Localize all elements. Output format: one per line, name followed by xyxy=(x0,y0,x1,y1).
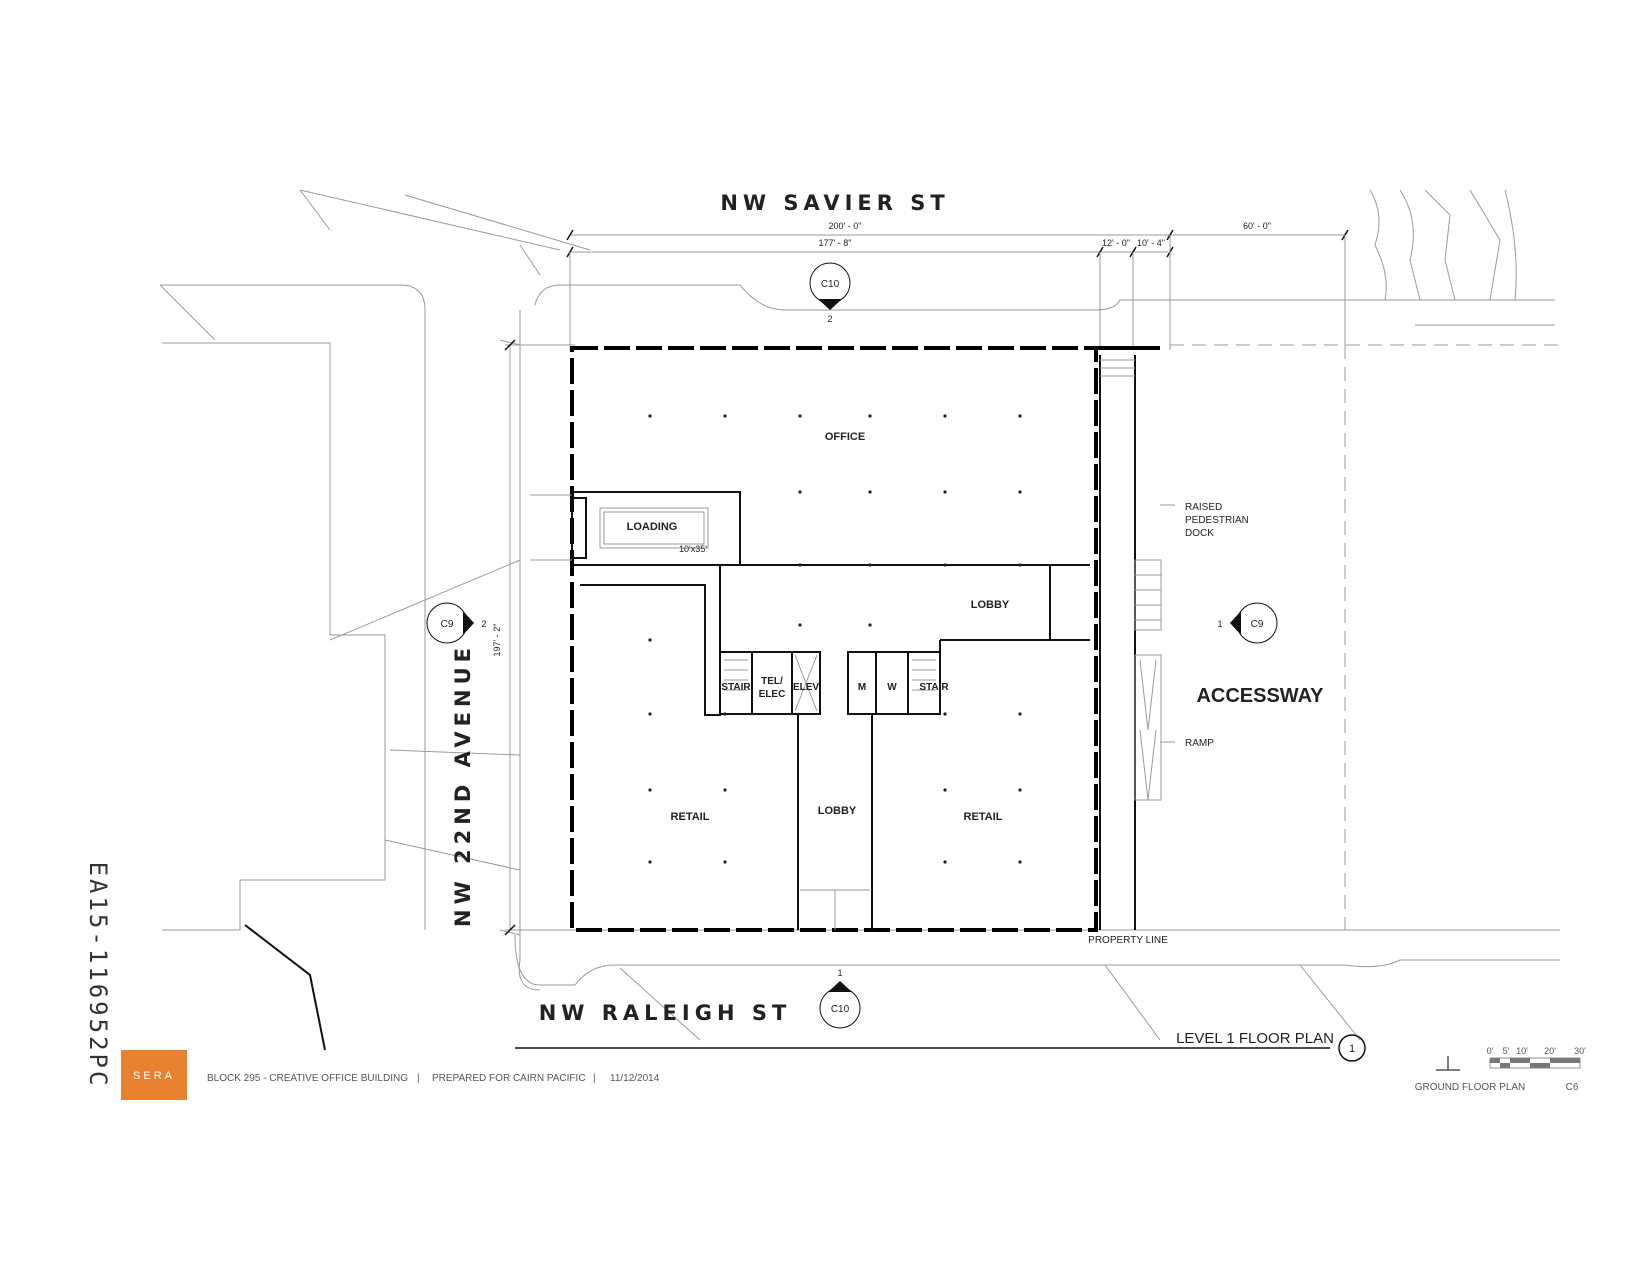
sera-logo-box xyxy=(121,1050,187,1100)
column-marks xyxy=(648,414,1022,864)
property-line-label: PROPERTY LINE xyxy=(1088,935,1168,946)
building-walls xyxy=(530,346,1175,932)
plan-number: 1 xyxy=(1349,1043,1355,1055)
street-west-label: NW 22ND AVENUE xyxy=(451,643,475,927)
section-callout-west: C9 2 xyxy=(426,602,487,644)
north-arrow-icon xyxy=(1436,1056,1460,1071)
site-context xyxy=(159,189,1560,1051)
room-m: M xyxy=(858,682,866,693)
street-south-label: NW RALEIGH ST xyxy=(539,1001,792,1025)
dim-building-width: 177' - 8" xyxy=(819,238,852,248)
callout-west-sheet: C9 xyxy=(441,619,454,630)
scale-tick-0: 0' xyxy=(1487,1046,1494,1056)
note-raised-line3: DOCK xyxy=(1185,528,1214,539)
section-callout-north: C10 2 xyxy=(809,262,851,324)
section-callout-east: C9 1 xyxy=(1217,602,1278,644)
footer-date: 11/12/2014 xyxy=(610,1073,660,1084)
dim-seg-b: 10' - 4" xyxy=(1137,238,1165,248)
note-raised-line1: RAISED xyxy=(1185,502,1222,513)
room-retail-east: RETAIL xyxy=(964,811,1003,823)
callout-west-num: 2 xyxy=(481,619,486,629)
scale-tick-30: 30' xyxy=(1574,1046,1586,1056)
room-tel-elec-line2: ELEC xyxy=(759,689,786,700)
room-tel-elec-line1: TEL/ xyxy=(761,676,783,687)
room-stair-east: STAIR xyxy=(919,682,949,693)
room-w: W xyxy=(887,682,897,693)
scale-tick-5: 5' xyxy=(1503,1046,1510,1056)
dimension-strings xyxy=(504,229,1349,936)
room-loading: LOADING xyxy=(627,521,678,533)
dim-seg-a: 12' - 0" xyxy=(1102,238,1130,248)
callout-north-sheet: C10 xyxy=(821,279,840,290)
handwritten-case-number: EA15-116952PC xyxy=(84,862,112,1089)
accessway-label: ACCESSWAY xyxy=(1196,685,1324,707)
room-lobby-main: LOBBY xyxy=(971,599,1010,611)
callout-south-num: 1 xyxy=(837,968,842,978)
footer-prepared: PREPARED FOR CAIRN PACIFIC xyxy=(432,1073,586,1084)
callout-north-num: 2 xyxy=(827,314,832,324)
sera-logo: SERA xyxy=(133,1070,175,1082)
note-raised-line2: PEDESTRIAN xyxy=(1185,515,1249,526)
footer-project: BLOCK 295 - CREATIVE OFFICE BUILDING xyxy=(207,1073,408,1084)
dim-overall-width: 200' - 0" xyxy=(829,221,862,231)
room-retail-west: RETAIL xyxy=(671,811,710,823)
dim-building-depth: 197' - 2" xyxy=(492,624,502,657)
note-ramp: RAMP xyxy=(1185,738,1214,749)
sheet-title: GROUND FLOOR PLAN xyxy=(1415,1082,1526,1093)
plan-title: LEVEL 1 FLOOR PLAN xyxy=(1176,1030,1334,1047)
street-north-label: NW SAVIER ST xyxy=(720,191,949,215)
footer-sep-2: | xyxy=(593,1073,596,1084)
room-office: OFFICE xyxy=(825,431,865,443)
room-elev: ELEV xyxy=(793,682,819,693)
callout-east-sheet: C9 xyxy=(1251,619,1264,630)
scale-bar xyxy=(1489,1057,1581,1069)
sheet-number: C6 xyxy=(1566,1082,1579,1093)
room-stair-west: STAIR xyxy=(721,682,751,693)
room-lobby-south: LOBBY xyxy=(818,805,857,817)
loading-size: 10'x35' xyxy=(679,544,707,554)
dim-accessway-width: 60' - 0" xyxy=(1243,221,1271,231)
callout-south-sheet: C10 xyxy=(831,1004,850,1015)
section-callout-south: C10 1 xyxy=(819,968,861,1029)
callout-east-num: 1 xyxy=(1217,619,1222,629)
footer-sep-1: | xyxy=(417,1073,420,1084)
scale-tick-10: 10' xyxy=(1516,1046,1528,1056)
scale-tick-20: 20' xyxy=(1544,1046,1556,1056)
plan-number-marker: 1 xyxy=(1338,1034,1366,1062)
